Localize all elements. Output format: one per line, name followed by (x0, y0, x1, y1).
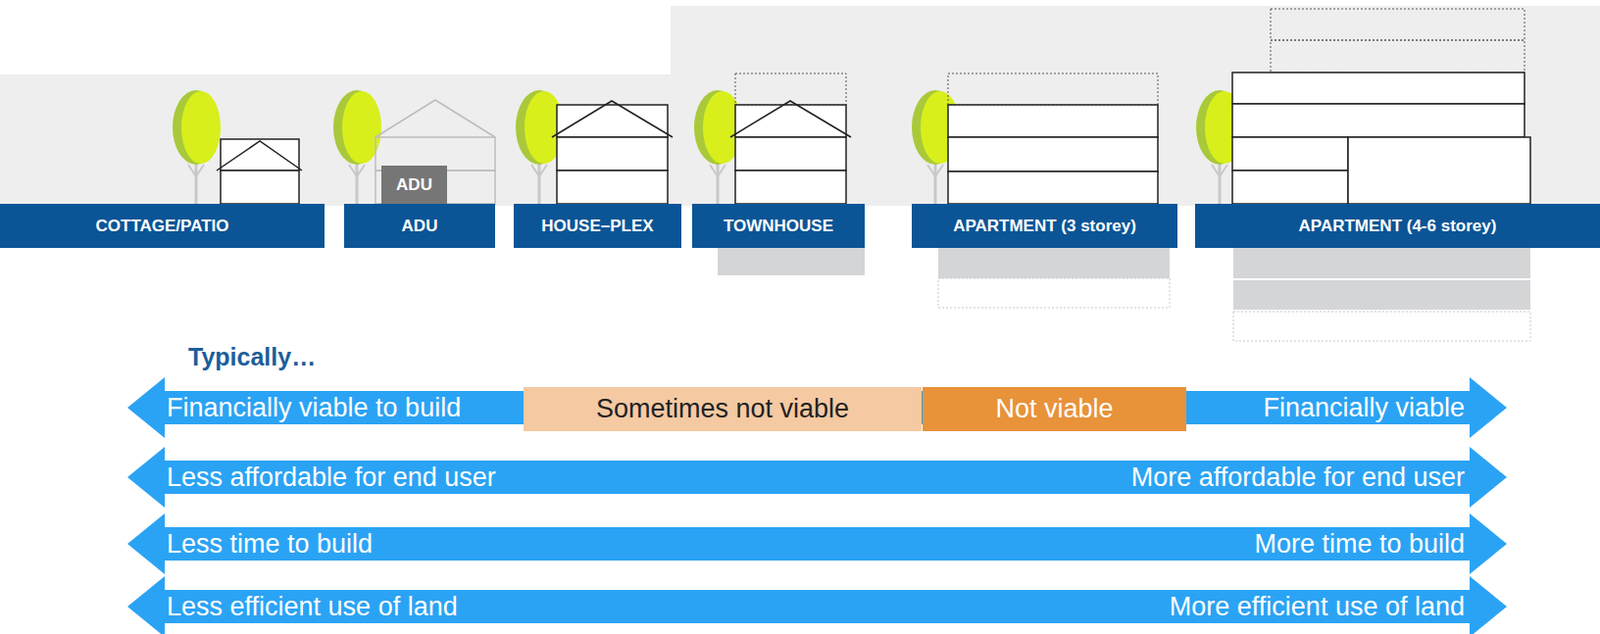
tree-branch (1211, 164, 1228, 177)
future-floor (735, 73, 847, 105)
double-arrow (127, 513, 1507, 575)
tree-crown-shade (694, 90, 742, 165)
building-floor (220, 139, 300, 171)
building-floor (948, 137, 1158, 172)
right-label: More time to build (1253, 527, 1465, 561)
spectrum-arrow: Less efficient use of land More efficient… (127, 576, 1507, 634)
future-floor (948, 73, 1158, 105)
tree-crown (181, 91, 221, 164)
type-label: TOWNHOUSE (723, 216, 834, 237)
apartment3-building (948, 73, 1158, 204)
spectrum-arrow: Financially viable to build Financially v… (127, 377, 1507, 439)
roof-line (216, 141, 302, 171)
spectrum-arrow: Less affordable for end user More afforda… (127, 447, 1507, 508)
tree-crown-shade (515, 90, 563, 165)
type-label: HOUSE–PLEX (541, 216, 653, 237)
houseplex-building (551, 100, 673, 204)
tree (172, 90, 221, 204)
building-floor (1232, 137, 1349, 171)
viability-box: Not viable (922, 387, 1187, 432)
building-floor (735, 104, 847, 138)
type-label: ADU (396, 175, 433, 196)
building-floor (1232, 170, 1349, 204)
building-floor (556, 104, 668, 138)
apartment46-building (1232, 8, 1531, 204)
tree-branch (709, 164, 726, 177)
adu-tag: ADU (381, 165, 448, 204)
basement-dotted (938, 278, 1170, 308)
ground-panel (670, 5, 1600, 206)
right-label: More efficient use of land (1169, 590, 1465, 624)
cottage-building (216, 139, 302, 204)
roof-line (730, 100, 851, 138)
basement-shade (1233, 280, 1531, 310)
tree (333, 90, 382, 204)
building-floor (1232, 72, 1525, 104)
building-floor (948, 171, 1158, 204)
type-label: APARTMENT (3 storey) (952, 216, 1137, 237)
basement-shade (717, 248, 865, 276)
tree-branch (349, 164, 365, 177)
building-floor (556, 170, 668, 204)
building-floor (1232, 103, 1525, 138)
type-band: COTTAGE/PATIO (0, 203, 325, 249)
type-band: APARTMENT (4-6 storey) (1195, 203, 1600, 249)
left-label: Less affordable for end user (166, 460, 497, 495)
left-label: Financially viable to build (166, 391, 461, 425)
right-label: Financially viable (1262, 391, 1465, 425)
left-label: Less efficient use of land (166, 590, 458, 624)
building-floor (220, 170, 300, 204)
building-floor (948, 104, 1158, 138)
viability-label: Sometimes not viable (596, 394, 850, 425)
building-floor (556, 137, 668, 171)
tree-branch (927, 164, 944, 177)
tree-branch (188, 164, 204, 177)
building-podium (1348, 137, 1531, 204)
double-arrow (127, 576, 1507, 634)
future-floor (1270, 40, 1525, 73)
type-band: HOUSE–PLEX (513, 203, 682, 249)
type-band: TOWNHOUSE (692, 203, 865, 249)
type-label: APARTMENT (4-6 storey) (1299, 216, 1498, 237)
spectrum-arrow: Less time to build More time to build (127, 513, 1507, 575)
viability-box: Sometimes not viable (523, 387, 922, 432)
ground-panel (0, 74, 677, 206)
section-heading: Typically… (188, 343, 316, 372)
type-band: ADU (344, 203, 496, 249)
type-band: APARTMENT (3 storey) (911, 203, 1178, 249)
tree-branch (531, 164, 548, 177)
tree-crown-shade (172, 90, 220, 165)
type-label: COTTAGE/PATIO (96, 216, 230, 237)
roof-line (551, 100, 673, 138)
townhouse-building (730, 73, 851, 204)
type-label: ADU (401, 216, 439, 237)
double-arrow (127, 447, 1507, 508)
viability-label: Not viable (995, 394, 1113, 425)
basement-shade (938, 248, 1170, 279)
basement-dotted (1233, 311, 1531, 342)
future-floor (1270, 8, 1525, 41)
right-label: More affordable for end user (1131, 460, 1465, 495)
tree-crown-shade (333, 90, 381, 165)
double-arrow (127, 377, 1507, 439)
adu-main-house (375, 100, 496, 204)
building-floor (735, 137, 847, 171)
building-floor (735, 170, 847, 204)
trees (172, 90, 1245, 204)
roof-line (375, 100, 496, 138)
basement-shade (1233, 248, 1531, 279)
left-label: Less time to build (166, 527, 373, 561)
